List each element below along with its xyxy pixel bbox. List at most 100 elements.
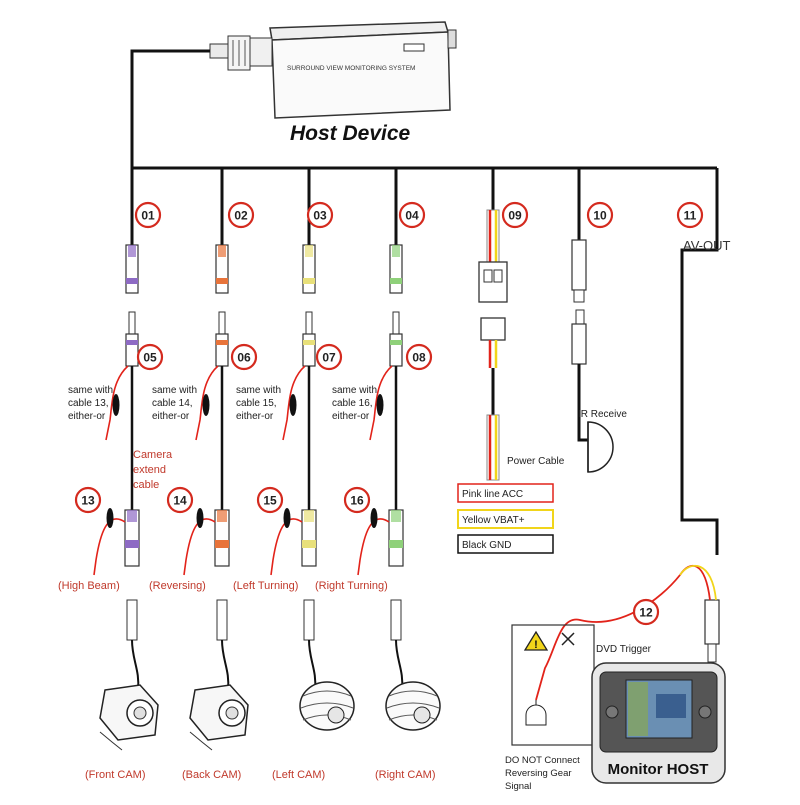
av-out-and-monitor: AV-OUT ! DVD Trigger DO NOT Connect Reve… [505,238,730,792]
lower-connector [215,333,229,367]
plug-pin [218,311,226,335]
plug-pin [128,311,136,335]
same-with-13: same with cable 13, either-or [68,385,113,422]
svg-text:cable 13,: cable 13, [68,398,109,409]
connector-cap [218,245,226,257]
marker-circle [315,343,343,371]
marker-number: 12 [639,606,653,620]
connector-color-band [390,278,402,284]
right-cam-icon [385,681,441,731]
marker-number: 14 [173,494,187,508]
svg-text:same with: same with [152,385,197,396]
host-panel-text: SURROUND VIEW MONITORING SYSTEM [287,65,415,72]
trigger-fuse [202,394,210,416]
camera-channel-back [183,244,230,691]
camera-extend-label: Camera extend cable [133,449,173,491]
lower-color-band [126,340,138,345]
connector-color-band [216,278,228,284]
marker-05: 05 [136,343,164,371]
left-turning-label: (Left Turning) [233,580,298,592]
lower-connector [302,333,316,367]
camera-channel-front [93,244,140,691]
connector-color-band [303,278,315,284]
lower-connector [389,333,403,367]
marker-circle [501,201,529,229]
camera-cable [131,639,140,691]
do-not-line-2: Reversing Gear [505,768,572,779]
dvd-trigger-box [511,624,595,746]
marker-circle [227,201,255,229]
plug-pin [305,311,313,335]
marker-01: 01 [134,201,162,229]
svg-text:cable 14,: cable 14, [152,398,193,409]
marker-number: 05 [143,351,157,365]
marker-04: 04 [398,201,426,229]
svg-text:cable 15,: cable 15, [236,398,277,409]
trigger-wire [195,365,219,441]
back-cam-icon [189,684,249,751]
svg-text:extend: extend [133,464,166,476]
camera-connector-cap [391,510,401,522]
front-cam-icon [99,684,159,751]
camera-trigger-wire [183,518,216,576]
black-gnd-label: Black GND [462,540,511,551]
svg-text:cable: cable [133,479,159,491]
marker-number: 04 [405,209,419,223]
connector-cap [128,245,136,257]
marker-circle [632,598,660,626]
camera-cable [221,639,230,691]
host-device: SURROUND VIEW MONITORING SYSTEM Host Dev… [209,21,457,145]
marker-circle [586,201,614,229]
svg-text:cable 16,: cable 16, [332,398,373,409]
marker-number: 03 [313,209,327,223]
marker-10: 10 [586,201,614,229]
yellow-vbat-label: Yellow VBAT+ [462,515,525,526]
marker-number: 06 [237,351,251,365]
camera-plug [126,599,138,641]
marker-14: 14 [166,486,194,514]
back-cam-label: (Back CAM) [182,769,241,781]
lower-color-band [390,340,402,345]
right-turning-label: (Right Turning) [315,580,388,592]
warning-icon [523,630,549,651]
svg-text:either-or: either-or [332,411,370,422]
dvd-trigger-label: DVD Trigger [596,644,652,655]
main-harness [130,49,719,555]
marker-number: 02 [234,209,248,223]
marker-06: 06 [230,343,258,371]
lower-color-band [216,340,228,345]
pink-acc-label: Pink line ACC [462,489,523,500]
camera-connector-band [389,540,403,548]
camera-trigger-fuse [106,508,114,528]
marker-circle [343,486,371,514]
same-with-16: same with cable 16, either-or [332,385,377,422]
connector-color-band [126,278,138,284]
marker-circle [136,343,164,371]
trigger-fuse [289,394,297,416]
svg-text:either-or: either-or [152,411,190,422]
camera-trigger-fuse [196,508,204,528]
plug-pin [392,311,400,335]
ir-receiver: IR Receive [571,239,627,473]
marker-circle [306,201,334,229]
svg-text:either-or: either-or [68,411,106,422]
camera-connector-cap [127,510,137,522]
black-gnd-box [457,534,554,554]
pink-acc-box [457,483,554,503]
svg-text:!: ! [534,639,538,651]
marker-12: 12 [632,598,660,626]
marker-circle [134,201,162,229]
camera-channel-right [357,244,404,691]
host-device-title: Host Device [290,122,411,145]
camera-trigger-wire [93,518,126,576]
marker-number: 11 [684,209,697,223]
marker-number: 15 [263,494,277,508]
marker-09: 09 [501,201,529,229]
ir-receive-label: IR Receive [578,409,627,420]
marker-number: 07 [322,351,336,365]
connector-cap [305,245,313,257]
camera-trigger-wire [357,518,390,576]
